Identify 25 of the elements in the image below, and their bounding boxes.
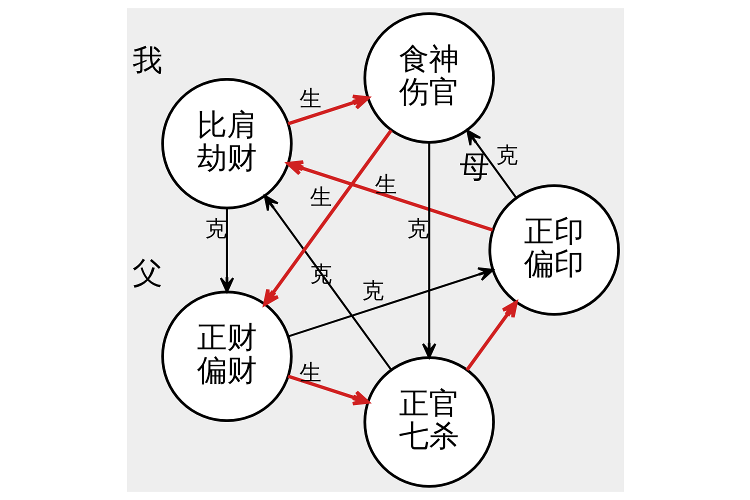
node-circle: 正官 七杀 (362, 356, 494, 488)
arrow (286, 160, 493, 232)
node-circle: 正财 偏财 (160, 290, 292, 422)
node-label: 母 (459, 150, 490, 185)
node-circle: 食神 伤官 (362, 12, 494, 144)
arrow (465, 300, 518, 371)
arrow (287, 94, 370, 126)
arrow (262, 129, 392, 306)
edge-label: 生 (298, 360, 321, 386)
arrow (219, 208, 234, 293)
arrow (422, 142, 436, 359)
arrow (263, 194, 392, 370)
edge-label: 生 (374, 172, 397, 198)
edge-label: 克 (204, 216, 226, 242)
node-circle: 比肩 劫财 (160, 78, 292, 210)
node-label: 我 (132, 44, 162, 79)
edge-label: 生 (298, 86, 321, 112)
node-label: 父 (132, 256, 162, 292)
node-circle: 正印 偏印 (488, 184, 620, 316)
arrow (288, 267, 494, 338)
edge-label: 克 (495, 144, 518, 169)
edge-label: 生 (310, 185, 332, 210)
arrow (466, 129, 517, 199)
edge-label: 克 (362, 279, 384, 304)
arrow (287, 374, 370, 406)
